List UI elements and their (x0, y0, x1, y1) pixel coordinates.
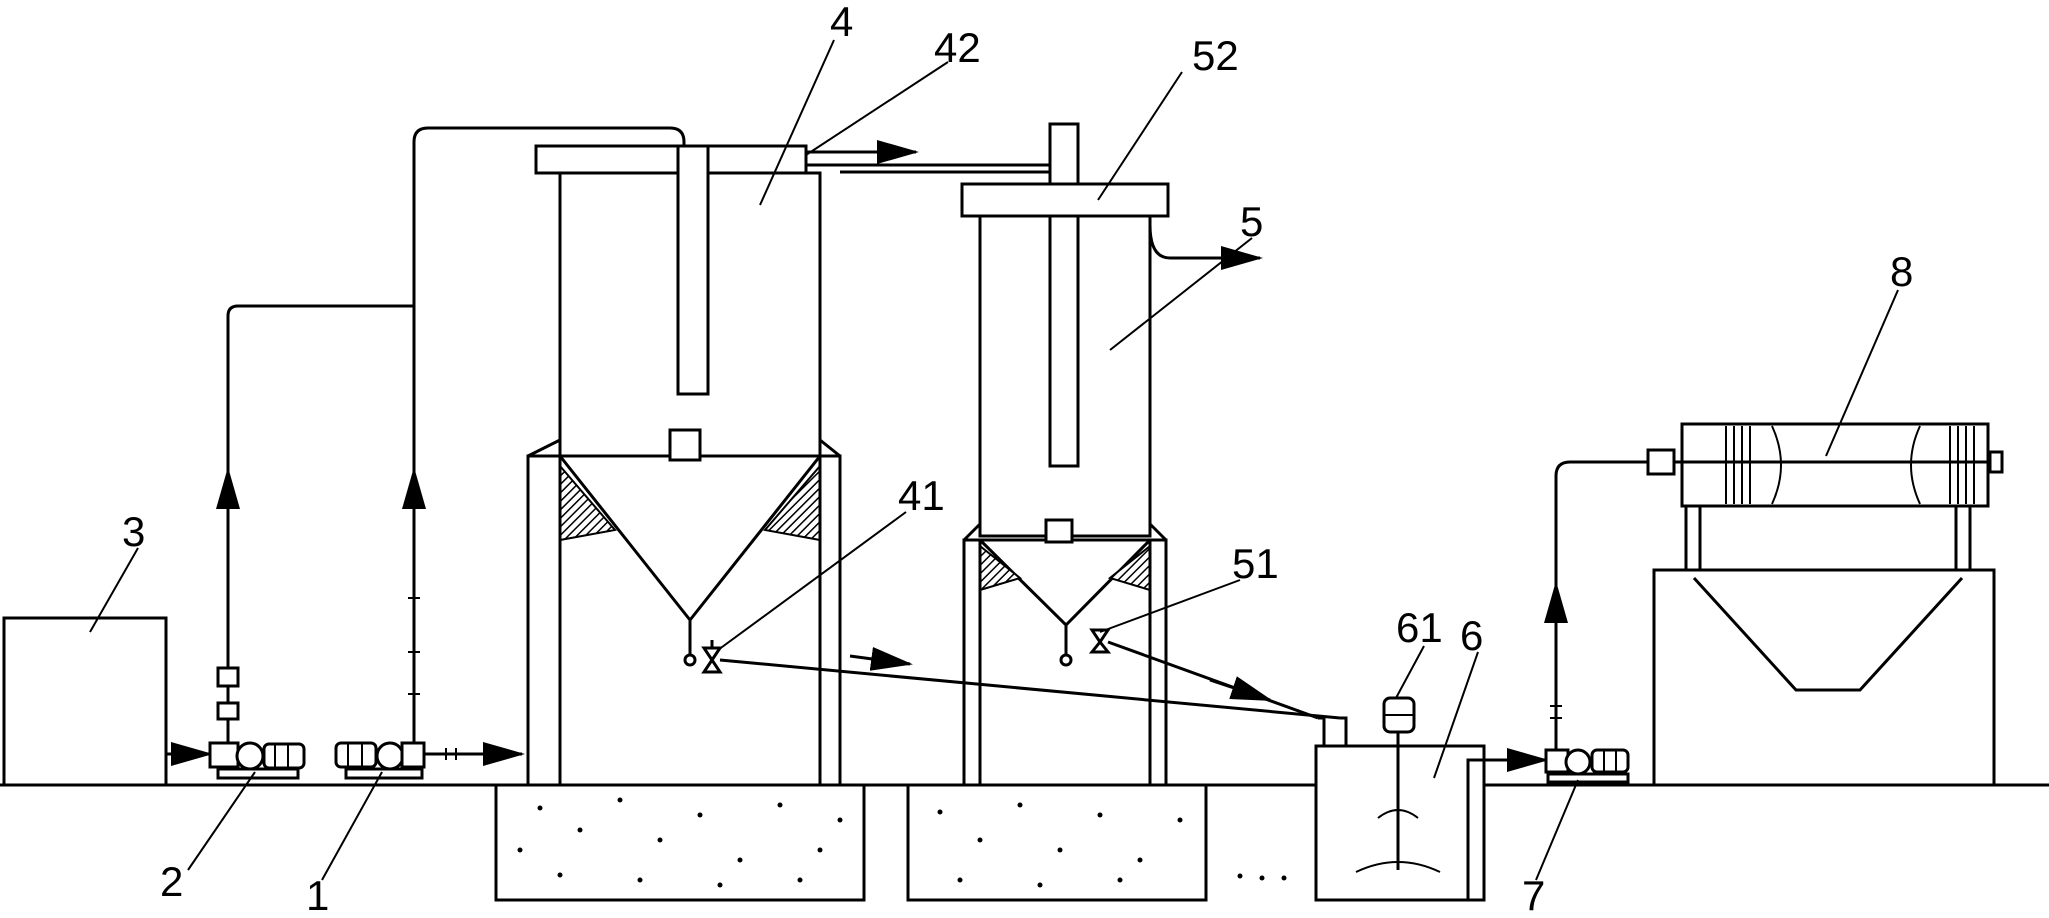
filter-press-8 (1646, 422, 2004, 787)
settling-tower-4 (526, 144, 842, 787)
buried-pipe-dots (1237, 873, 1287, 881)
label-pump-2: 2 (160, 858, 183, 905)
label-valve-51: 51 (1232, 540, 1279, 587)
mixer-61 (1382, 696, 1416, 756)
pump-7 (1544, 748, 1630, 784)
raw-water-tank (2, 616, 168, 787)
leader-lines (89, 39, 1899, 881)
label-top-52: 52 (1192, 32, 1239, 79)
sludge-valve-41 (701, 640, 723, 674)
foundation-tower-5 (906, 783, 1208, 902)
foundation-tower-4 (494, 783, 866, 902)
label-basin-6: 6 (1460, 612, 1483, 659)
pump-2 (208, 741, 306, 780)
label-pump-1: 1 (306, 872, 329, 918)
pump-1 (334, 741, 426, 780)
settling-tower-5 (960, 122, 1170, 787)
label-press-8: 8 (1890, 248, 1913, 295)
label-tower-4: 4 (830, 0, 853, 45)
sludge-valve-51 (1088, 628, 1112, 654)
label-valve-41: 41 (898, 472, 945, 519)
label-tower-5: 5 (1240, 198, 1263, 245)
label-tank-3: 3 (122, 508, 145, 555)
sludge-basin-6 (1314, 744, 1486, 902)
label-mixer-61: 61 (1396, 604, 1443, 651)
label-top-42: 42 (934, 24, 981, 71)
label-pump-7: 7 (1522, 872, 1545, 918)
